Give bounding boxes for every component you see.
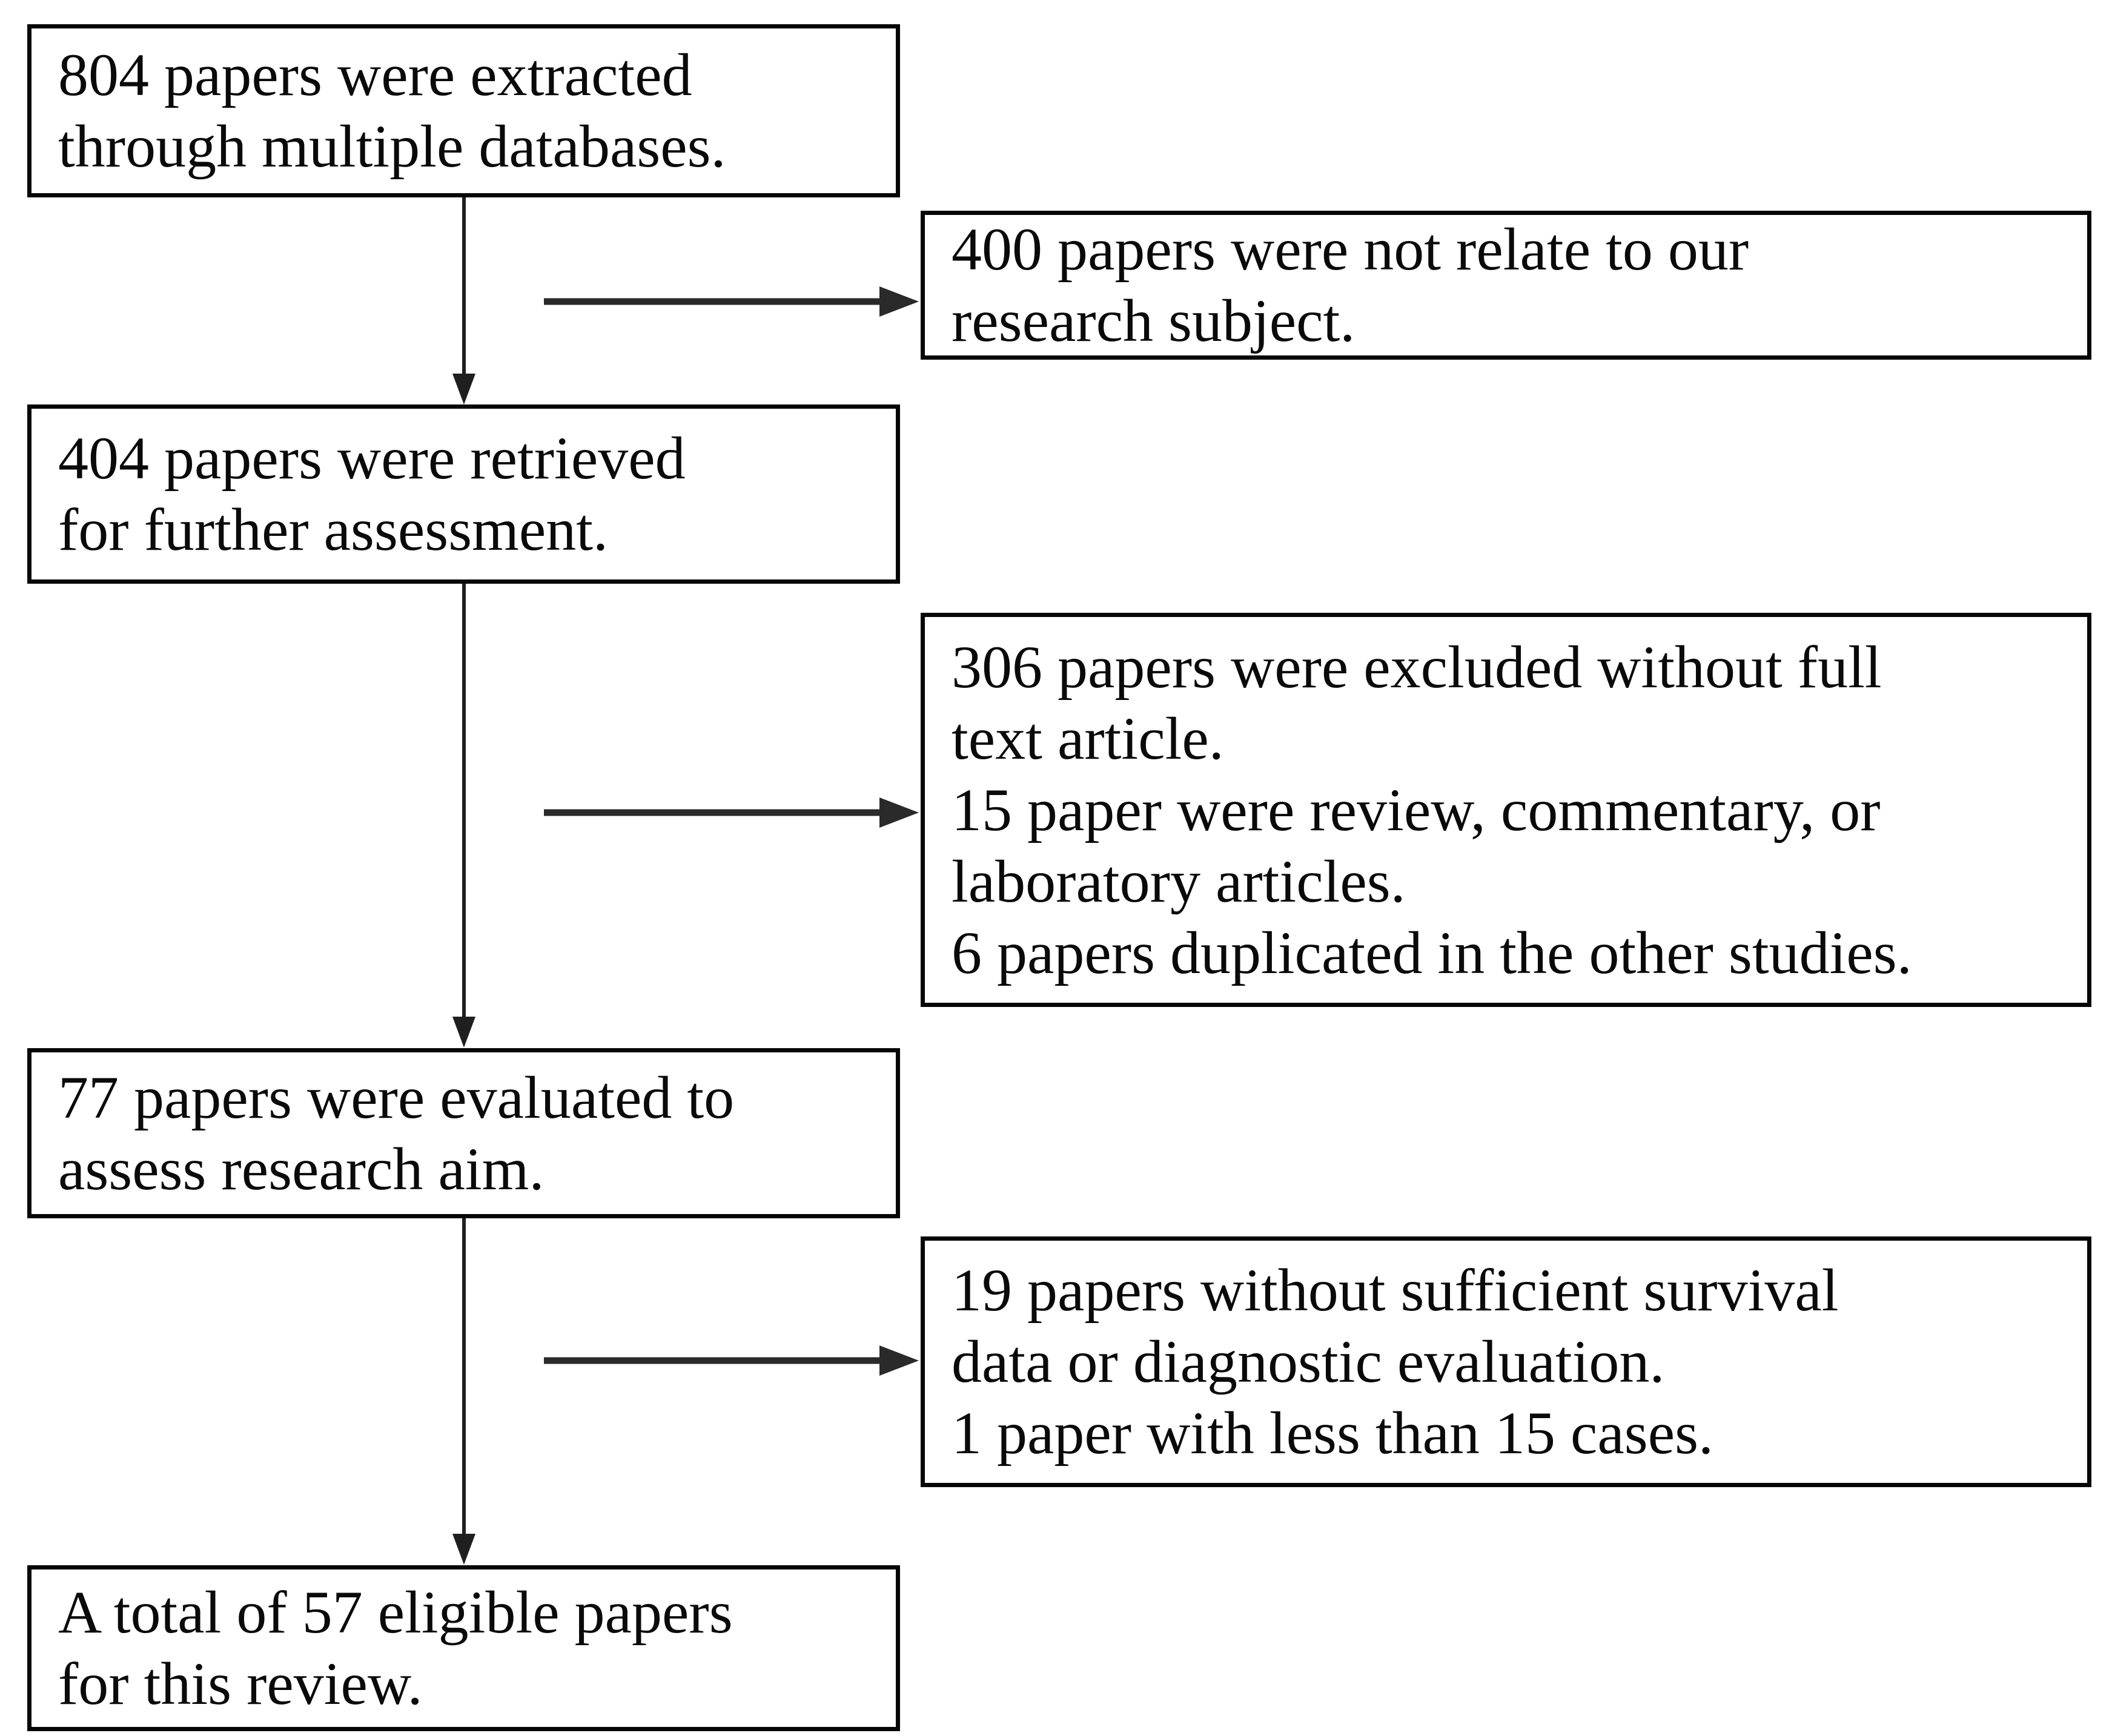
arrow-to-excluded	[544, 797, 919, 828]
box-papers-insufficient-data-text: 19 papers without sufficient survival da…	[952, 1256, 1839, 1467]
box-papers-excluded-text: 306 papers were excluded without full te…	[952, 633, 1912, 986]
box-papers-retrieved: 404 papers were retrieved for further as…	[27, 404, 900, 584]
box-papers-eligible: A total of 57 eligible papers for this r…	[27, 1565, 900, 1731]
arrow-evaluated-to-eligible	[452, 1218, 475, 1565]
box-papers-eligible-text: A total of 57 eligible papers for this r…	[58, 1579, 733, 1717]
arrow-to-insufficient	[544, 1345, 919, 1376]
arrow-retrieved-to-evaluated	[452, 584, 475, 1048]
arrow-extracted-to-retrieved	[452, 197, 475, 404]
box-papers-evaluated-text: 77 papers were evaluated to assess resea…	[58, 1063, 735, 1203]
box-papers-not-related-text: 400 papers were not relate to our resear…	[952, 216, 1749, 354]
arrow-to-not-related	[544, 286, 919, 317]
box-papers-retrieved-text: 404 papers were retrieved for further as…	[58, 424, 686, 563]
box-papers-excluded: 306 papers were excluded without full te…	[921, 613, 2091, 1007]
box-papers-not-related: 400 papers were not relate to our resear…	[921, 211, 2091, 360]
box-papers-insufficient-data: 19 papers without sufficient survival da…	[921, 1236, 2091, 1487]
box-papers-evaluated: 77 papers were evaluated to assess resea…	[27, 1048, 900, 1218]
box-papers-extracted-text: 804 papers were extracted through multip…	[58, 41, 726, 180]
box-papers-extracted: 804 papers were extracted through multip…	[27, 24, 900, 197]
